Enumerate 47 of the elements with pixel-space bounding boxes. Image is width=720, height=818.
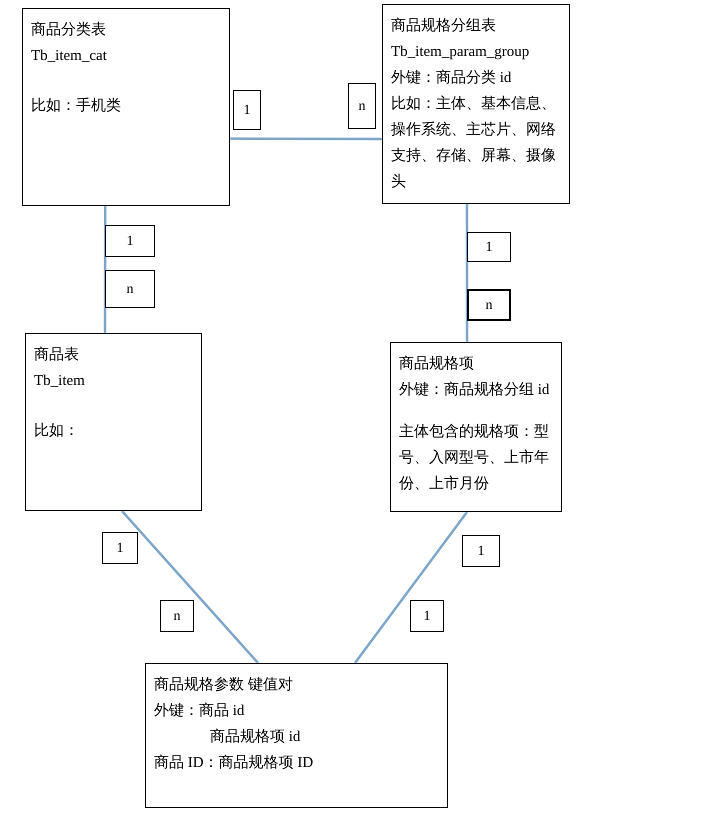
table-text: Tb_item_param_group bbox=[391, 43, 530, 62]
cardinality-label: 1 bbox=[486, 238, 492, 256]
table-box bbox=[390, 342, 562, 512]
table-title: 商品规格项 bbox=[399, 354, 475, 374]
connector-line bbox=[230, 137, 382, 140]
cardinality-label: n bbox=[126, 280, 134, 298]
table-title: 商品表 bbox=[34, 346, 80, 365]
table-text: Tb_item bbox=[34, 372, 86, 391]
table-text: 比如：主体、基本信息、操作系统、主芯片、网络支持、存储、屏幕、摄像头 bbox=[391, 94, 557, 192]
connector-line bbox=[121, 510, 259, 664]
cardinality-box bbox=[462, 535, 500, 567]
cardinality-box bbox=[102, 532, 138, 564]
cardinality-label: n bbox=[174, 608, 180, 626]
table-text: 商品规格项 id bbox=[209, 728, 302, 747]
cardinality-label: n bbox=[486, 296, 492, 314]
table-title: 商品规格分组表 bbox=[391, 16, 497, 36]
table-box bbox=[145, 663, 448, 808]
table-text: 外键：商品分类 id bbox=[391, 68, 512, 88]
table-title: 商品规格参数 键值对 bbox=[154, 676, 294, 695]
table-text: 主体包含的规格项：型号、入网型号、上市年份、上市月份 bbox=[399, 422, 550, 494]
table-text: 比如：手机类 bbox=[31, 96, 122, 116]
cardinality-label: 1 bbox=[424, 608, 430, 626]
cardinality-box bbox=[105, 225, 155, 257]
table-text: 外键：商品 id bbox=[154, 702, 246, 721]
table-text: Tb_item_cat bbox=[31, 47, 108, 66]
connector-line bbox=[104, 206, 106, 333]
cardinality-label: 1 bbox=[478, 542, 484, 560]
table-box bbox=[382, 4, 570, 204]
cardinality-box bbox=[410, 600, 444, 632]
cardinality-box bbox=[348, 83, 376, 129]
cardinality-box bbox=[160, 600, 194, 632]
table-text: 外键：商品规格分组 id bbox=[399, 380, 550, 400]
connector-line bbox=[354, 511, 468, 664]
table-box bbox=[22, 8, 230, 206]
table-text: 比如： bbox=[34, 422, 80, 441]
cardinality-label: 1 bbox=[244, 102, 250, 120]
table-text: 商品 ID：商品规格项 ID bbox=[154, 754, 314, 773]
cardinality-box bbox=[467, 289, 511, 321]
cardinality-box bbox=[105, 270, 155, 308]
cardinality-box bbox=[233, 90, 261, 130]
table-box bbox=[25, 333, 202, 511]
cardinality-label: 1 bbox=[116, 540, 124, 558]
connector-line bbox=[466, 204, 468, 342]
cardinality-box bbox=[467, 232, 511, 262]
cardinality-label: 1 bbox=[126, 232, 134, 250]
cardinality-label: n bbox=[358, 98, 366, 116]
table-title: 商品分类表 bbox=[31, 20, 107, 40]
